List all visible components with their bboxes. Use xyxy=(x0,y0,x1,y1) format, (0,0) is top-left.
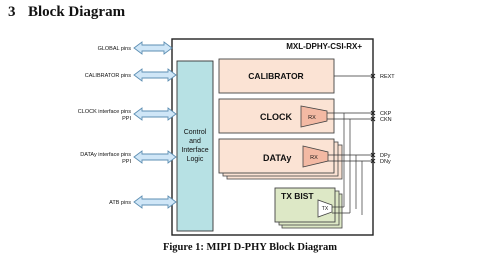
label-clock-ppi: PPI xyxy=(122,116,131,122)
control-logic-line3: Interface xyxy=(181,147,208,154)
label-data-ppi: PPI xyxy=(122,159,131,165)
control-logic-line4: Logic xyxy=(187,156,204,163)
clock-pins-arrow xyxy=(133,107,177,121)
calibrator-block xyxy=(218,58,335,94)
txbist-tx-buffer xyxy=(317,199,333,218)
pin-rext: REXT xyxy=(380,74,395,80)
txbist-tx-label: TX xyxy=(322,206,329,212)
txbist-label: TX BIST xyxy=(281,191,314,201)
calibrator-pins-arrow xyxy=(133,68,177,82)
clock-label: CLOCK xyxy=(260,112,292,122)
control-logic-block xyxy=(176,60,214,232)
right-pin-markers xyxy=(370,73,376,164)
pin-dny: DNy xyxy=(380,159,391,165)
label-clock-pins: CLOCK interface pins xyxy=(78,109,131,115)
clock-rx-buffer xyxy=(300,105,328,128)
atb-pins-arrow xyxy=(133,195,177,209)
figure-caption: Figure 1: MIPI D-PHY Block Diagram xyxy=(162,242,338,253)
chip-name: MXL-DPHY-CSI-RX+ xyxy=(286,42,362,51)
calibrator-label: CALIBRATOR xyxy=(248,71,303,81)
data-pins-arrow xyxy=(133,150,177,164)
pin-ckp: CKP xyxy=(380,111,392,117)
label-atb-pins: ATB pins xyxy=(109,200,131,206)
control-logic-line2: and xyxy=(189,138,201,145)
label-global-pins: GLOBAL pins xyxy=(98,46,132,52)
left-arrows xyxy=(133,41,177,209)
section-number: 3 xyxy=(8,4,16,20)
clock-rx-label: RX xyxy=(308,115,316,121)
control-logic-line1: Control xyxy=(184,129,207,136)
section-title: Block Diagram xyxy=(28,4,126,20)
data-rx-label: RX xyxy=(310,155,318,161)
data-label: DATAy xyxy=(263,153,291,163)
label-calibrator-pins: CALIBRATOR pins xyxy=(85,73,132,79)
label-data-pins: DATAy interface pins xyxy=(80,152,131,158)
global-pins-arrow xyxy=(133,41,173,55)
pin-ckn: CKN xyxy=(380,117,392,123)
signal-wires xyxy=(327,75,372,215)
pin-dpy: DPy xyxy=(380,153,391,159)
section-heading: 3 Block Diagram xyxy=(8,4,125,21)
